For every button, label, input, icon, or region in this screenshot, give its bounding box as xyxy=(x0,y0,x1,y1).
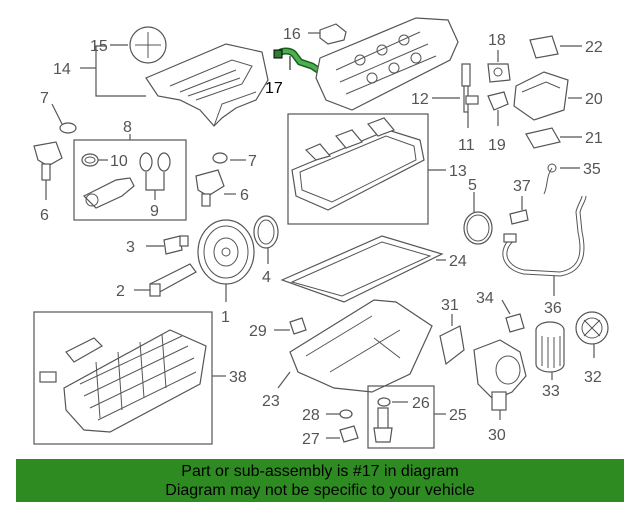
callout-8[interactable]: 8 xyxy=(123,119,132,136)
callout-13[interactable]: 13 xyxy=(449,163,467,180)
bolt-2 xyxy=(134,263,197,297)
oil-filler-cap xyxy=(308,23,347,45)
callout-6-right[interactable]: 6 xyxy=(240,187,249,204)
callout-38[interactable]: 38 xyxy=(229,369,247,386)
gasket-31 xyxy=(439,314,465,366)
oil-pan-gasket-24 xyxy=(280,235,446,303)
callout-34[interactable]: 34 xyxy=(476,290,494,307)
callout-30[interactable]: 30 xyxy=(488,427,506,444)
callout-21[interactable]: 21 xyxy=(585,130,603,147)
crankshaft-pulley-1 xyxy=(197,219,255,302)
callout-18[interactable]: 18 xyxy=(488,32,506,49)
callout-16[interactable]: 16 xyxy=(283,26,301,43)
callout-32[interactable]: 32 xyxy=(584,369,602,386)
bolt-3 xyxy=(146,235,189,255)
crankcase-vent-hose-17[interactable] xyxy=(273,47,322,74)
callout-3[interactable]: 3 xyxy=(126,239,135,256)
callout-15[interactable]: 15 xyxy=(90,38,108,55)
callout-11[interactable]: 11 xyxy=(458,137,475,154)
callout-1[interactable]: 1 xyxy=(221,309,230,326)
callout-37[interactable]: 37 xyxy=(513,178,531,195)
callout-28[interactable]: 28 xyxy=(302,407,320,424)
bracket-19 xyxy=(487,91,509,126)
callout-22[interactable]: 22 xyxy=(585,39,603,56)
callout-5[interactable]: 5 xyxy=(468,177,477,194)
fitting-37 xyxy=(509,196,529,225)
oil-filter-cap-22 xyxy=(529,35,582,59)
callout-4[interactable]: 4 xyxy=(262,269,271,286)
callout-24[interactable]: 24 xyxy=(449,253,467,270)
seal-4 xyxy=(253,215,279,264)
sensor-11 xyxy=(461,63,479,128)
gasket-21 xyxy=(525,127,582,149)
callout-9[interactable]: 9 xyxy=(150,203,159,220)
dipstick-kit-box-25 xyxy=(367,385,446,449)
banner-line-2: Diagram may not be specific to your vehi… xyxy=(165,482,475,499)
callout-6-left[interactable]: 6 xyxy=(40,207,49,224)
oil-filter-housing-30 xyxy=(473,339,527,420)
hose-35 xyxy=(543,163,580,195)
callout-31[interactable]: 31 xyxy=(441,297,459,314)
callout-33[interactable]: 33 xyxy=(542,383,560,400)
intake-manifold-box-38 xyxy=(33,311,226,445)
seal-ring-5 xyxy=(463,192,493,245)
hose-36 xyxy=(502,195,587,296)
camshaft-sensor-left xyxy=(33,103,77,200)
callout-19[interactable]: 19 xyxy=(488,137,506,154)
callout-12[interactable]: 12 xyxy=(411,91,429,108)
gasket-18 xyxy=(487,50,511,83)
callout-17[interactable]: 17 xyxy=(265,80,283,97)
vanos-kit-box-8 xyxy=(73,134,187,221)
plug-27 xyxy=(326,425,359,443)
callout-2[interactable]: 2 xyxy=(116,283,125,300)
callout-7-left[interactable]: 7 xyxy=(40,90,49,107)
callout-27[interactable]: 27 xyxy=(302,431,320,448)
callout-25[interactable]: 25 xyxy=(449,407,467,424)
camshaft-sensor-right xyxy=(195,152,246,207)
oil-pan-housing-20 xyxy=(513,71,582,121)
oil-filter-33 xyxy=(535,321,565,380)
sensor-34 xyxy=(501,299,525,333)
callout-23[interactable]: 23 xyxy=(262,393,280,410)
callout-7-right[interactable]: 7 xyxy=(248,153,257,170)
engine-cover xyxy=(80,26,269,127)
callout-20[interactable]: 20 xyxy=(585,91,603,108)
callout-26[interactable]: 26 xyxy=(412,395,430,412)
gasket-kit-box-13 xyxy=(287,113,446,225)
banner-line-1: Part or sub-assembly is #17 in diagram xyxy=(181,463,459,480)
oil-pan-23 xyxy=(277,299,433,393)
valve-cover xyxy=(315,17,460,111)
callout-35[interactable]: 35 xyxy=(583,161,601,178)
callout-10[interactable]: 10 xyxy=(110,153,128,170)
drain-plug-29 xyxy=(274,317,307,335)
filter-cap-32 xyxy=(575,311,609,358)
callout-14[interactable]: 14 xyxy=(53,61,71,78)
notice-banner: Part or sub-assembly is #17 in diagram D… xyxy=(16,459,624,502)
callout-29[interactable]: 29 xyxy=(249,323,267,340)
washer-28 xyxy=(326,409,353,419)
callout-36[interactable]: 36 xyxy=(544,300,562,317)
